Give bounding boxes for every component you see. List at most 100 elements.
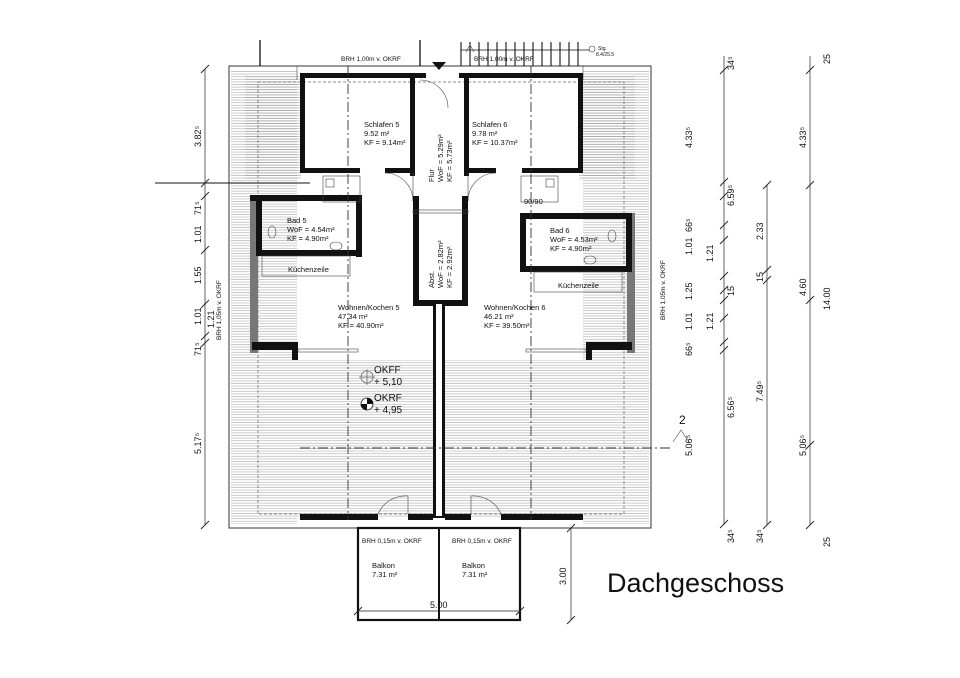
svg-text:Wohnen/Kochen 5: Wohnen/Kochen 5 [338, 303, 400, 312]
dimension-tick [566, 615, 576, 625]
dimension-tick [719, 191, 729, 201]
svg-text:71⁵: 71⁵ [193, 342, 203, 356]
drawing-title: Dachgeschoss [607, 568, 784, 598]
svg-text:KF = 4.90m²: KF = 4.90m² [550, 244, 592, 253]
svg-text:WoF = 2.82m²: WoF = 2.82m² [436, 240, 445, 288]
stair-treads [460, 42, 590, 66]
room-abst: Abst. WoF = 2.82m² KF = 2.92m² [427, 240, 454, 288]
dimension-tick [515, 606, 525, 616]
svg-text:34⁵: 34⁵ [726, 56, 736, 70]
dimension-tick [719, 313, 729, 323]
dimension-tick [200, 338, 210, 348]
svg-text:34⁵: 34⁵ [726, 529, 736, 543]
svg-text:71⁵: 71⁵ [193, 201, 203, 215]
dims-right-a: 34⁵ 4.33⁵ 6.59⁵ 66⁵ 1.21 1.01 1.25 15 1.… [684, 56, 736, 543]
svg-text:Abst.: Abst. [427, 271, 436, 288]
svg-text:Balkon: Balkon [372, 561, 395, 570]
shower-left: 90/90 [329, 193, 348, 202]
svg-text:1.01: 1.01 [684, 312, 694, 330]
roof-area-top-left [245, 76, 301, 180]
kuechenzeile-right: Küchenzeile [558, 281, 599, 290]
section-marker: 2 [672, 413, 690, 443]
svg-text:KF = 40.90m²: KF = 40.90m² [338, 321, 384, 330]
svg-text:KF = 39.50m²: KF = 39.50m² [484, 321, 530, 330]
room-balkon-left: Balkon 7.31 m² [372, 561, 398, 579]
dimension-tick [200, 520, 210, 530]
dimension-tick [719, 65, 729, 75]
svg-text:25: 25 [822, 54, 832, 64]
svg-text:+ 5,10: + 5,10 [374, 377, 403, 388]
svg-text:1.01: 1.01 [193, 225, 203, 243]
room-wohnen-kochen-5: Wohnen/Kochen 5 47.34 m² KF = 40.90m² [338, 303, 400, 330]
svg-text:7.31 m²: 7.31 m² [372, 570, 398, 579]
svg-text:Schlafen 5: Schlafen 5 [364, 120, 399, 129]
svg-text:Bad 6: Bad 6 [550, 226, 570, 235]
svg-text:9.78 m²: 9.78 m² [472, 129, 498, 138]
dims-right-b: 2.33 15 7.49⁵ 34⁵ [755, 222, 765, 543]
svg-text:Wohnen/Kochen 6: Wohnen/Kochen 6 [484, 303, 546, 312]
entrance-arrow [432, 62, 446, 70]
svg-text:+ 4,95: + 4,95 [374, 405, 403, 416]
dimension-tick [805, 65, 815, 75]
svg-text:14.00: 14.00 [822, 287, 832, 310]
svg-text:15: 15 [755, 272, 765, 282]
svg-text:66⁵: 66⁵ [684, 218, 694, 232]
svg-text:Schlafen 6: Schlafen 6 [472, 120, 507, 129]
dimension-tick [566, 523, 576, 533]
svg-text:KF = 2.92m²: KF = 2.92m² [445, 246, 454, 288]
dimension-lines [200, 56, 815, 625]
dimension-tick [200, 245, 210, 255]
dim-balcony-width: 5.00 [430, 600, 448, 610]
roof-area-bottom-left [297, 360, 433, 518]
svg-text:5.06⁵: 5.06⁵ [798, 434, 808, 456]
svg-text:47.34 m²: 47.34 m² [338, 312, 368, 321]
dimension-tick [805, 440, 815, 450]
svg-text:OKFF: OKFF [374, 365, 401, 376]
wall-top-left [300, 73, 426, 78]
svg-text:KF = 10.37m²: KF = 10.37m² [472, 138, 518, 147]
svg-text:3.82⁵: 3.82⁵ [193, 125, 203, 147]
dimension-tick [805, 520, 815, 530]
brh-label-balcony-right: BRH 0,15m v. OKRF [452, 538, 512, 545]
stair-note-line2: 8.4/25.5 [596, 52, 614, 58]
svg-text:Bad 5: Bad 5 [287, 216, 307, 225]
svg-text:1.25: 1.25 [684, 282, 694, 300]
svg-text:KF = 4.90m²: KF = 4.90m² [287, 234, 329, 243]
svg-text:7.31 m²: 7.31 m² [462, 570, 488, 579]
dimension-tick [719, 345, 729, 355]
roof-area-top-right [579, 76, 635, 180]
svg-text:4.33⁵: 4.33⁵ [684, 126, 694, 148]
dims-left: 3.82⁵ 71⁵ 1.01 1.55 1.01 1.21 71⁵ 5.17⁵ [193, 125, 216, 454]
dimension-tick [719, 337, 729, 347]
svg-text:Balkon: Balkon [462, 561, 485, 570]
svg-text:6.56⁵: 6.56⁵ [726, 396, 736, 418]
room-wohnen-kochen-6: Wohnen/Kochen 6 46.21 m² KF = 39.50m² [484, 303, 546, 330]
svg-text:1.55: 1.55 [193, 266, 203, 284]
svg-text:4.33⁵: 4.33⁵ [798, 126, 808, 148]
room-bad-5: Bad 5 WoF = 4.54m² KF = 4.90m² [287, 216, 335, 243]
svg-text:4.60: 4.60 [798, 278, 808, 296]
dimension-tick [200, 191, 210, 201]
dimension-tick [200, 331, 210, 341]
wall-top-right [459, 73, 583, 78]
dimension-tick [762, 520, 772, 530]
svg-text:6.59⁵: 6.59⁵ [726, 184, 736, 206]
brh-label-balcony-left: BRH 0,15m v. OKRF [362, 538, 422, 545]
svg-text:KF = 9.14m²: KF = 9.14m² [364, 138, 406, 147]
svg-text:1.01: 1.01 [193, 307, 203, 325]
dimension-tick [762, 180, 772, 190]
dimension-tick [200, 299, 210, 309]
dimension-tick [200, 178, 210, 188]
dimension-tick [762, 275, 772, 285]
dimension-tick [762, 265, 772, 275]
room-bad-6: Bad 6 WoF = 4.53m² KF = 4.90m² [550, 226, 598, 253]
room-schlafen-6: Schlafen 6 9.78 m² KF = 10.37m² [472, 120, 518, 147]
svg-text:2: 2 [679, 413, 686, 427]
svg-text:5.06⁵: 5.06⁵ [684, 434, 694, 456]
brh-label-right: BRH 1,05m v. OKRF [660, 260, 667, 320]
dimension-tick [719, 271, 729, 281]
brh-label-left: BRH 1,05m v. OKRF [216, 280, 223, 340]
svg-text:WoF = 4.53m²: WoF = 4.53m² [550, 235, 598, 244]
svg-text:WoF = 4.54m²: WoF = 4.54m² [287, 225, 335, 234]
